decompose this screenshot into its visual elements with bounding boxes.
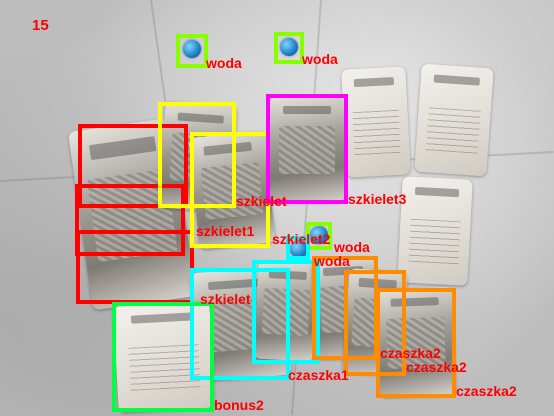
- bounding-box: [78, 124, 188, 208]
- bounding-box: [176, 34, 208, 68]
- skeleton-card: [270, 96, 344, 202]
- bounding-box: [274, 32, 304, 64]
- detection-label: szkielet1: [196, 223, 255, 239]
- water-token: [310, 226, 328, 244]
- frame-counter: 15: [32, 17, 49, 34]
- bounding-box: [266, 94, 348, 204]
- detection-label: woda: [206, 55, 242, 71]
- detection-label: bonus2: [214, 397, 264, 413]
- bounding-box: [252, 260, 320, 364]
- detection-label: woda: [302, 51, 338, 67]
- bounding-box: [286, 236, 310, 260]
- detection-label: czaszka1: [288, 367, 349, 383]
- detection-label: czaszka2: [380, 345, 441, 361]
- detection-label: szkielet3: [348, 191, 407, 207]
- water-token: [290, 240, 308, 258]
- bounding-box: [112, 302, 214, 412]
- bounding-box: [76, 230, 194, 304]
- water-token: [183, 40, 201, 58]
- detection-label: szkielet: [200, 291, 251, 307]
- bounding-box: [158, 102, 236, 208]
- bounding-box: [190, 268, 290, 380]
- detection-label: woda: [314, 253, 350, 269]
- detection-label: czaszka2: [406, 359, 467, 375]
- detection-label: czaszka2: [456, 383, 517, 399]
- detection-label: szkielet: [236, 193, 287, 209]
- detection-label: woda: [334, 239, 370, 255]
- bounding-box: [75, 184, 185, 256]
- bounding-box: [376, 288, 456, 398]
- detection-label: szkielet2: [272, 231, 331, 247]
- bounding-box: [344, 270, 406, 376]
- water-token: [280, 38, 298, 56]
